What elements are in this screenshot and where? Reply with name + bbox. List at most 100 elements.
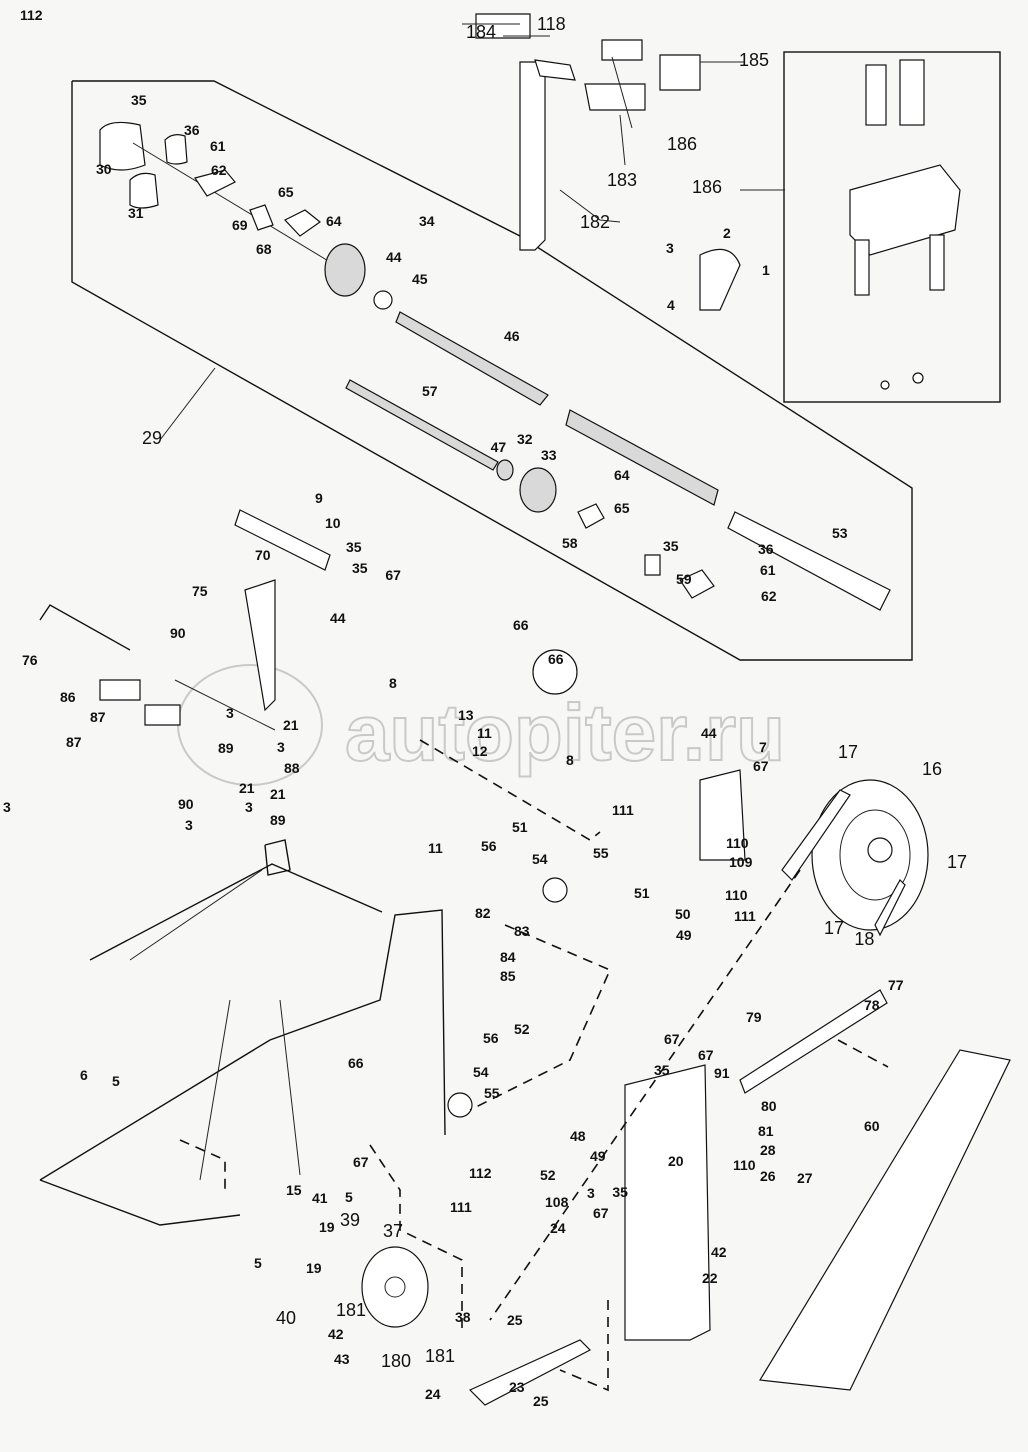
valve-block-inset-box <box>783 51 1001 403</box>
callout-26: 26 <box>760 1168 776 1184</box>
callout-89: 89 <box>218 740 234 756</box>
callout-large-29: 29 <box>142 428 162 448</box>
callout-82: 82 <box>475 905 491 921</box>
callout-11: 11 <box>477 725 492 741</box>
callout-76: 76 <box>22 652 38 668</box>
callout-large-186: 186 <box>692 177 722 197</box>
callout-87: 87 <box>66 734 82 750</box>
callout-large-16: 16 <box>922 759 942 779</box>
callout-47: 47 <box>491 439 507 455</box>
callout-35: 35 <box>654 1062 670 1078</box>
callout-69: 69 <box>232 217 248 233</box>
callout-81: 81 <box>758 1123 774 1139</box>
callout-4: 4 <box>667 297 675 313</box>
callout-12: 12 <box>472 743 488 759</box>
callout-35: 35 <box>612 1184 628 1200</box>
callout-27: 27 <box>797 1170 813 1186</box>
callout-110: 110 <box>726 835 749 851</box>
callout-31: 31 <box>128 205 144 221</box>
callout-36: 36 <box>184 122 200 138</box>
callout-55: 55 <box>593 845 609 861</box>
callout-60: 60 <box>864 1118 880 1134</box>
callout-35: 35 <box>352 560 368 576</box>
callout-75: 75 <box>192 583 208 599</box>
callout-25: 25 <box>533 1393 549 1409</box>
callout-110: 110 <box>725 887 748 903</box>
callout-35: 35 <box>663 538 679 554</box>
callout-large-185: 185 <box>739 50 769 70</box>
callout-35: 35 <box>131 92 147 108</box>
callout-108: 108 <box>545 1194 569 1210</box>
watermark: autopiter.ru <box>177 664 786 786</box>
callout-55: 55 <box>484 1085 500 1101</box>
callout-90: 90 <box>170 625 186 641</box>
callout-66: 66 <box>513 617 529 633</box>
callout-42: 42 <box>328 1326 344 1342</box>
callout-85: 85 <box>500 968 516 984</box>
callout-15: 15 <box>286 1182 302 1198</box>
callout-56: 56 <box>483 1030 499 1046</box>
pulley-parts <box>361 779 1011 1406</box>
hydraulic-bracket-parts <box>475 13 741 311</box>
callouts-small: 1233333334555678891011111213151919202121… <box>3 7 904 1409</box>
callout-3: 3 <box>245 799 253 815</box>
callout-24: 24 <box>425 1386 441 1402</box>
callout-32: 32 <box>517 431 533 447</box>
callout-88: 88 <box>284 760 300 776</box>
callout-8: 8 <box>389 675 397 691</box>
callout-large-17: 17 <box>947 852 967 872</box>
callout-66: 66 <box>548 651 564 667</box>
callout-64: 64 <box>326 213 342 229</box>
callout-66: 66 <box>348 1055 364 1071</box>
callout-84: 84 <box>500 949 516 965</box>
callout-3: 3 <box>226 705 234 721</box>
watermark-text: autopiter.ru <box>345 688 785 777</box>
callout-112: 112 <box>20 7 43 23</box>
callout-large-18: 18 <box>854 929 874 949</box>
callout-111: 111 <box>450 1199 472 1215</box>
callout-5: 5 <box>345 1189 353 1205</box>
linkage-parts <box>39 509 746 1118</box>
feeder-frame <box>39 839 446 1226</box>
callout-111: 111 <box>734 908 756 924</box>
callout-54: 54 <box>532 851 548 867</box>
callout-62: 62 <box>761 588 777 604</box>
assembly-29-outline <box>71 80 913 661</box>
callout-3: 3 <box>666 240 674 256</box>
callout-87: 87 <box>90 709 106 725</box>
callout-large-181: 181 <box>336 1300 366 1320</box>
callout-2: 2 <box>723 225 731 241</box>
callout-22: 22 <box>702 1270 718 1286</box>
callout-44: 44 <box>386 249 402 265</box>
callout-77: 77 <box>888 977 904 993</box>
callout-34: 34 <box>419 213 435 229</box>
callout-large-181: 181 <box>425 1346 455 1366</box>
callout-80: 80 <box>761 1098 777 1114</box>
callout-70: 70 <box>255 547 271 563</box>
callout-5: 5 <box>254 1255 262 1271</box>
callout-3: 3 <box>3 799 11 815</box>
callout-89: 89 <box>270 812 286 828</box>
callout-38: 38 <box>455 1309 471 1325</box>
leader-lines <box>159 23 785 441</box>
callout-51: 51 <box>512 819 528 835</box>
callout-large-184: 184 <box>466 22 496 42</box>
callout-91: 91 <box>714 1065 730 1081</box>
callout-51: 51 <box>634 885 650 901</box>
callout-61: 61 <box>760 562 776 578</box>
callout-112: 112 <box>469 1165 492 1181</box>
callout-49: 49 <box>590 1148 606 1164</box>
callout-46: 46 <box>504 328 520 344</box>
callout-54: 54 <box>473 1064 489 1080</box>
callout-67: 67 <box>385 567 401 583</box>
callout-3: 3 <box>277 739 285 755</box>
callout-33: 33 <box>541 447 557 463</box>
callout-36: 36 <box>758 541 774 557</box>
callout-67: 67 <box>593 1205 609 1221</box>
callout-83: 83 <box>514 923 530 939</box>
callout-52: 52 <box>514 1021 530 1037</box>
callout-61: 61 <box>210 138 226 154</box>
callout-52: 52 <box>540 1167 556 1183</box>
callout-5: 5 <box>112 1073 120 1089</box>
